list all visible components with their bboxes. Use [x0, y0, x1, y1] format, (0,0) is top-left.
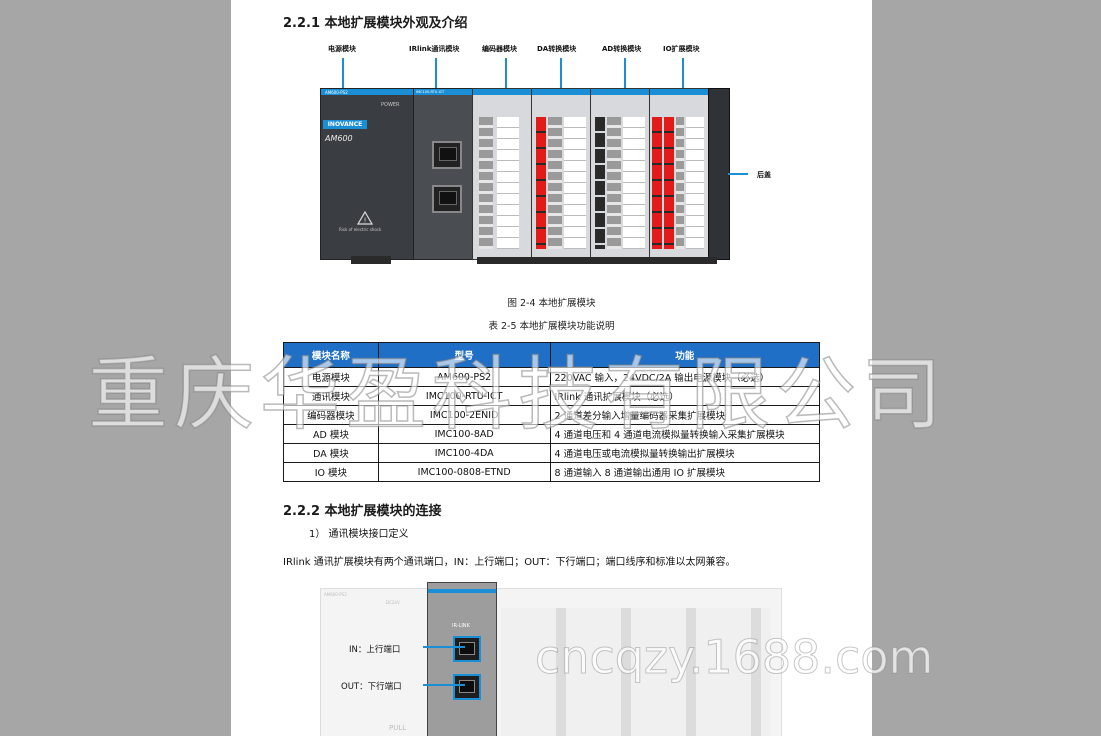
model-cell: AM600-PS2: [377, 367, 551, 387]
module-name-cell: 电源模块: [283, 367, 379, 387]
am600-label: AM600: [325, 134, 353, 143]
callout-line: [560, 58, 562, 98]
rear-cover-image: [708, 88, 730, 260]
table-row: 电源模块 AM600-PS2 220VAC 输入，24VDC/2A 输出电源模块…: [283, 367, 820, 387]
function-cell: 2 通道差分输入增量编码器采集扩展模块: [549, 405, 820, 425]
power-model-label: AM600-PS2: [324, 592, 347, 597]
module-table: 模块名称 型号 功能 电源模块 AM600-PS2 220VAC 输入，24VD…: [283, 342, 820, 482]
function-cell: 4 通道电压和 4 通道电流模拟量转换输入采集扩展模块: [549, 424, 820, 444]
dc24v-label: DC24V: [386, 600, 400, 605]
callout-power: 电源模块: [328, 45, 356, 53]
table-row: 编码器模块 IMC100-2ENID 2 通道差分输入增量编码器采集扩展模块: [283, 405, 820, 425]
function-cell: 8 通道输入 8 通道输出通用 IO 扩展模块: [549, 462, 820, 482]
out-port-label: OUT：下行端口: [341, 682, 402, 692]
table-row: DA 模块 IMC100-4DA 4 通道电压或电流模拟量转换输出扩展模块: [283, 443, 820, 463]
table-header-cell: 功能: [549, 342, 820, 368]
callout-line: [505, 58, 507, 98]
brand-logo: INOVANCE: [323, 120, 367, 129]
shock-warning-text: Risk of electric shock: [339, 227, 382, 232]
callout-line: [728, 173, 748, 175]
callout-line: [624, 58, 626, 98]
module-name-cell: 通讯模块: [283, 386, 379, 406]
section-heading-2-2-2: 2.2.2 本地扩展模块的连接: [283, 504, 442, 519]
irlink-model-label: IMC100-RTU-ICT: [416, 90, 445, 94]
table-caption: 表 2-5 本地扩展模块功能说明: [488, 321, 615, 332]
irlink-module-image: IR-LINK: [427, 582, 497, 736]
table-header-cell: 型号: [377, 342, 551, 368]
warning-icon: !: [357, 211, 373, 225]
callout-encoder: 编码器模块: [482, 45, 517, 53]
table-row: IO 模块 IMC100-0808-ETND 8 通道输入 8 通道输出通用 I…: [283, 462, 820, 482]
model-cell: IMC100-2ENID: [377, 405, 551, 425]
out-pointer: [423, 684, 465, 686]
in-port-label: IN：上行端口: [349, 645, 401, 655]
callout-rear-cover: 后盖: [757, 171, 771, 179]
svg-text:!: !: [364, 217, 367, 225]
table-header-cell: 模块名称: [283, 342, 379, 368]
table-row: 通讯模块 IMC100-RTU-ICT IRlink 通讯扩展模块（必选）: [283, 386, 820, 406]
power-model-label: AM600-PS2: [325, 90, 348, 95]
callout-line: [342, 58, 344, 98]
ad-module-image: [590, 88, 650, 260]
section-heading-2-2-1: 2.2.1 本地扩展模块外观及介绍: [283, 16, 468, 31]
module-name-cell: AD 模块: [283, 424, 379, 444]
callout-io: IO扩展模块: [663, 45, 700, 53]
irlink-module-image: IMC100-RTU-ICT: [413, 88, 473, 260]
irlink-label: IR-LINK: [452, 623, 470, 629]
da-module-image: [531, 88, 591, 260]
model-cell: IMC100-8AD: [377, 424, 551, 444]
model-cell: IMC100-RTU-ICT: [377, 386, 551, 406]
module-name-cell: 编码器模块: [283, 405, 379, 425]
function-cell: IRlink 通讯扩展模块（必选）: [549, 386, 820, 406]
callout-ad: AD转换模块: [602, 45, 642, 53]
callout-line: [435, 58, 437, 98]
document-page: 2.2.1 本地扩展模块外观及介绍 电源模块 IRlink通讯模块 编码器模块 …: [231, 0, 872, 736]
model-cell: IMC100-0808-ETND: [377, 462, 551, 482]
power-module-image: AM600-PS2 POWER INOVANCE AM600 ! Risk of…: [320, 88, 414, 260]
pull-label: PULL: [389, 724, 407, 732]
encoder-module-image: [472, 88, 532, 260]
model-cell: IMC100-4DA: [377, 443, 551, 463]
in-pointer: [423, 646, 465, 648]
callout-irlink: IRlink通讯模块: [409, 45, 460, 53]
function-cell: 220VAC 输入，24VDC/2A 输出电源模块（必选）: [549, 367, 820, 387]
power-label: POWER: [381, 102, 400, 108]
io-module-image: [649, 88, 709, 260]
callout-line: [682, 58, 684, 98]
callout-da: DA转换模块: [537, 45, 577, 53]
module-name-cell: IO 模块: [283, 462, 379, 482]
module-name-cell: DA 模块: [283, 443, 379, 463]
irlink-description: IRlink 通讯扩展模块有两个通讯端口，IN：上行端口；OUT：下行端口；端口…: [283, 557, 736, 568]
list-item-interface: 1） 通讯模块接口定义: [309, 529, 409, 540]
figure-caption: 图 2-4 本地扩展模块: [507, 298, 596, 309]
table-row: AD 模块 IMC100-8AD 4 通道电压和 4 通道电流模拟量转换输入采集…: [283, 424, 820, 444]
function-cell: 4 通道电压或电流模拟量转换输出扩展模块: [549, 443, 820, 463]
table-header-row: 模块名称 型号 功能: [283, 342, 820, 368]
